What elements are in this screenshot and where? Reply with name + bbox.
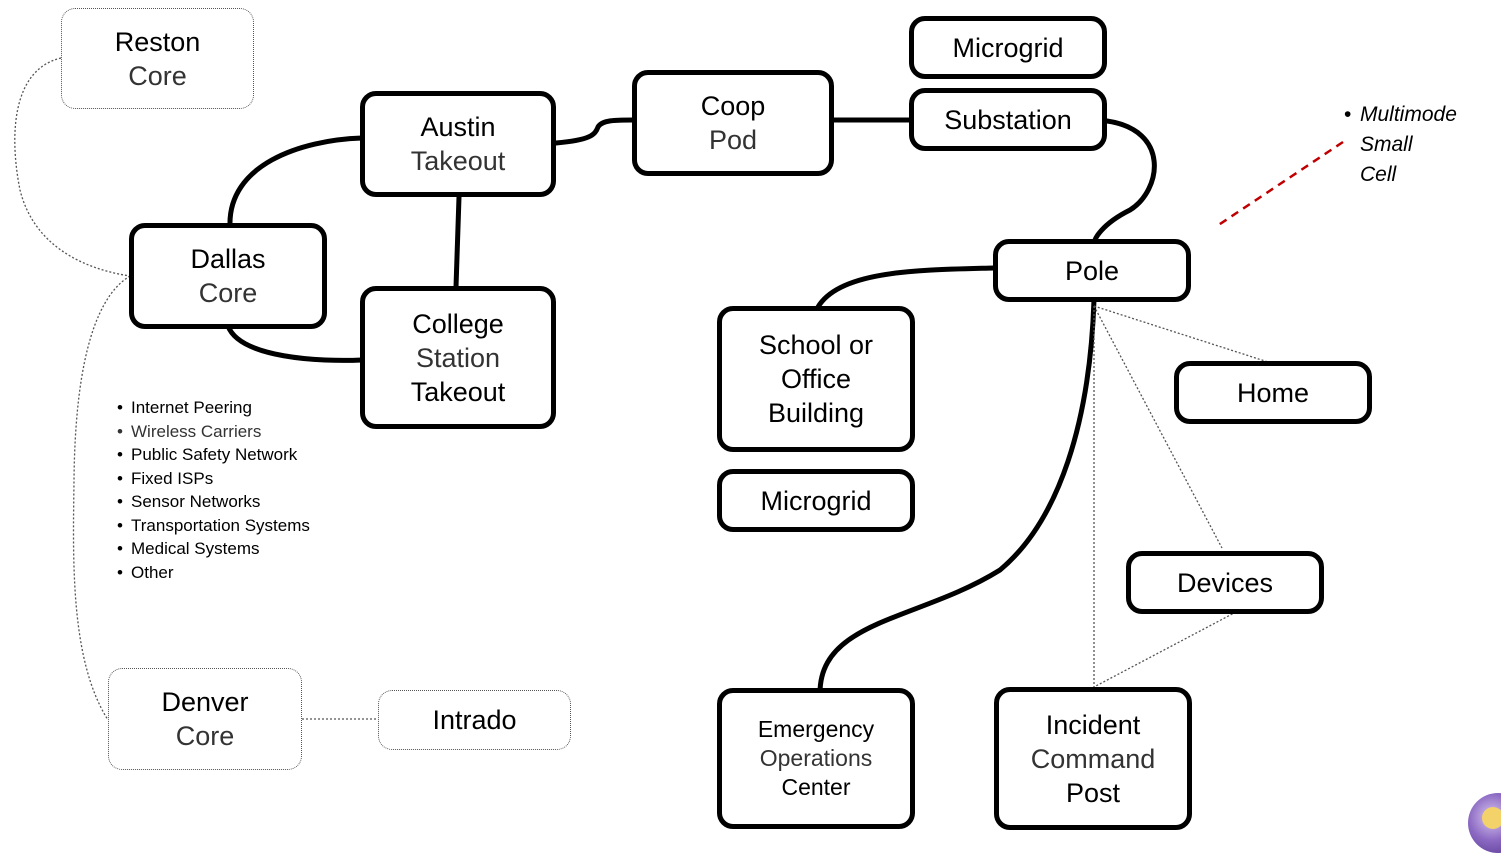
list-item: Other [117,561,310,585]
node-emergency-operations-center[interactable]: Emergency Operations Center [717,688,915,829]
node-label-line: School or [758,330,874,360]
link-small-cell [1216,140,1344,228]
node-label-line: College [412,308,504,339]
node-coop-pod[interactable]: Coop Pod [632,70,834,176]
node-label-line: Dallas [190,244,266,274]
node-label-line: Reston [114,26,201,57]
note-line: Cell [1360,163,1397,186]
node-label-line: Home [1236,377,1310,408]
node-college-station-takeout[interactable]: College Station Takeout [360,286,556,429]
node-school-office-building[interactable]: School or Office Building [717,306,915,452]
list-item: Transportation Systems [117,514,310,538]
link-austin-coop [553,117,636,146]
node-devices[interactable]: Devices [1126,551,1324,614]
node-label-line: Denver [161,687,249,717]
node-label-line: Takeout [410,146,506,176]
node-label-line: Center [781,774,851,800]
node-dallas-core[interactable]: Dallas Core [129,223,327,329]
link-pole-eoc [817,297,1097,696]
interconnect-list: Internet Peering Wireless Carriers Publi… [117,396,310,584]
list-item: Sensor Networks [117,490,310,514]
node-label-line: Core [198,278,258,308]
node-label-line: Austin [420,112,496,142]
node-incident-command-post[interactable]: Incident Command Post [994,687,1192,830]
list-item: Wireless Carriers [117,420,310,444]
node-label-line: Emergency [757,716,875,742]
list-item: Internet Peering [117,396,310,420]
node-denver-core[interactable]: Denver Core [108,668,302,770]
node-label-line: Core [175,721,235,751]
node-label-line: Pod [708,125,758,155]
node-label-line: Coop [700,91,766,121]
link-austin-college [453,194,462,290]
link-reston-dallas [14,57,131,277]
link-dallas-denver [72,275,131,721]
list-item: Public Safety Network [117,443,310,467]
link-pole-school [815,265,997,310]
link-dallas-college [225,323,365,363]
node-substation[interactable]: Substation [909,88,1107,151]
node-label-line: Pole [1064,255,1120,286]
node-label-line: Microgrid [760,485,872,516]
list-item: Medical Systems [117,537,310,561]
node-label-line: Post [1065,777,1121,808]
link-substation-pole [1092,118,1157,243]
node-microgrid-mid[interactable]: Microgrid [717,469,915,532]
node-label-line: Building [767,398,865,428]
logo-detail [1482,807,1501,829]
node-pole[interactable]: Pole [993,239,1191,302]
node-label-line: Operations [759,745,873,771]
link-pole-devices [1093,305,1223,549]
link-devices-icp [1093,611,1237,688]
small-cell-note: Multimode Small Cell [1344,100,1457,190]
node-label-line: Takeout [410,376,506,407]
node-label-line: Incident [1045,709,1141,740]
node-label-line: Station [415,342,501,373]
note-line: Small [1360,133,1413,156]
node-label-line: Substation [944,104,1072,135]
note-line: Multimode [1344,100,1457,130]
node-microgrid-top[interactable]: Microgrid [909,16,1107,79]
node-austin-takeout[interactable]: Austin Takeout [360,91,556,197]
node-label-line: Command [1030,743,1156,774]
list-item: Fixed ISPs [117,467,310,491]
node-label-line: Devices [1176,567,1274,598]
link-pole-home [1093,305,1269,363]
node-label-line: Intrado [432,705,517,735]
node-label-line: Office [780,364,852,394]
node-home[interactable]: Home [1174,361,1372,424]
node-label-line: Core [128,60,187,91]
node-reston-core[interactable]: Reston Core [61,8,254,109]
node-intrado[interactable]: Intrado [378,690,571,750]
link-austin-dallas [227,135,365,229]
node-label-line: Microgrid [952,32,1064,63]
